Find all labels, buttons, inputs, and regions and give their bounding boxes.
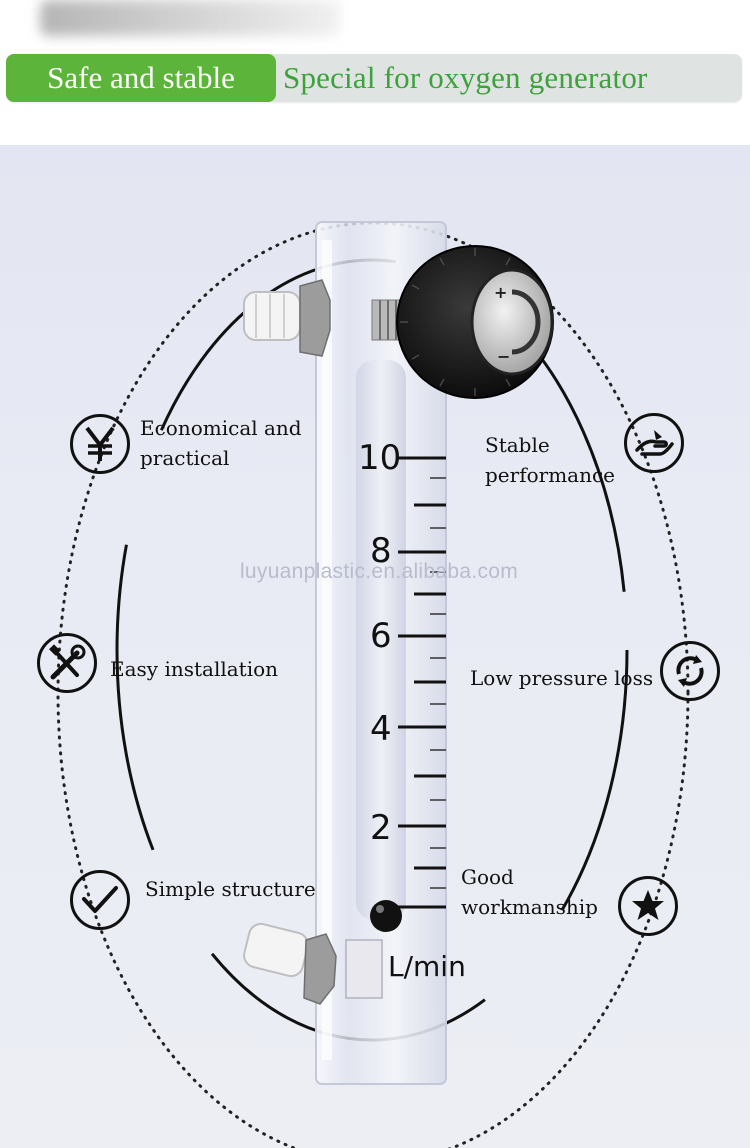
banner-safe-stable: Safe and stable <box>6 54 276 102</box>
banner-oxygen-generator: Special for oxygen generator <box>283 60 648 95</box>
feature-structure: Simple structure <box>145 877 316 901</box>
feature-stable: Stable performance <box>485 430 615 490</box>
feature-workmanship: Good workmanship <box>461 862 598 922</box>
scale-label-4: 4 <box>370 709 392 749</box>
blurred-header-fragment <box>40 0 340 36</box>
bottom-hex-nut <box>303 933 337 1005</box>
svg-text:−: − <box>497 347 510 366</box>
star-icon <box>618 876 678 936</box>
feature-stable-line1: Stable <box>485 433 550 457</box>
feature-pressure: Low pressure loss <box>470 666 654 690</box>
scale-ticks <box>398 456 446 909</box>
float-ball <box>370 900 402 932</box>
tube-highlight <box>322 240 332 1060</box>
checkmark-icon <box>70 870 130 930</box>
svg-text:+: + <box>494 283 507 302</box>
scale-label-8: 8 <box>370 531 392 571</box>
top-fitting-nipple <box>243 291 301 341</box>
scale-unit: L/min <box>388 950 466 983</box>
scale-label-10: 10 <box>358 438 402 478</box>
scale-label-6: 6 <box>370 616 392 656</box>
feature-installation: Easy installation <box>110 657 279 681</box>
knob-face <box>470 268 554 376</box>
yen-icon <box>70 414 130 474</box>
wrench-screwdriver-icon <box>37 633 97 693</box>
bottom-fitting-nipple <box>243 922 309 978</box>
top-hex-nut <box>299 279 331 357</box>
feature-workmanship-line1: Good <box>461 865 514 889</box>
feature-economical-line1: Economical and <box>140 416 302 440</box>
refresh-icon <box>660 641 720 701</box>
feature-economical-line2: practical <box>140 446 230 470</box>
feature-workmanship-line2: workmanship <box>461 895 598 919</box>
tube-bore <box>356 360 406 920</box>
feature-economical: Economical and practical <box>140 413 302 473</box>
feature-stable-line2: performance <box>485 463 616 487</box>
hand-icon <box>624 413 684 473</box>
scale-label-2: 2 <box>370 808 392 848</box>
watermark: luyuanplastic.en.alibaba.com <box>239 560 519 583</box>
